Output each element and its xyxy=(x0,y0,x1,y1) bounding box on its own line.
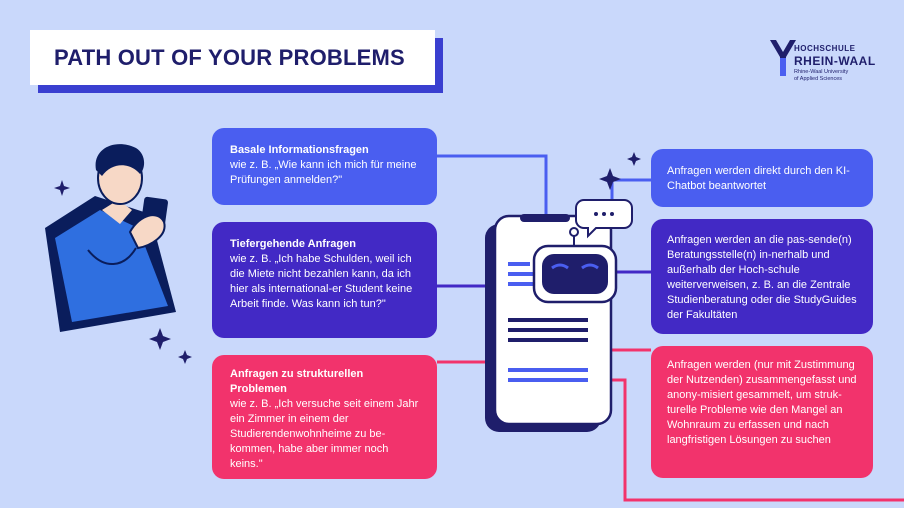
logo-line-4: of Applied Sciences xyxy=(794,76,843,82)
university-logo-mark xyxy=(770,40,796,76)
left-box-structural-problems: Anfragen zu strukturellen Problemen wie … xyxy=(212,355,437,479)
title-box: PATH OUT OF YOUR PROBLEMS xyxy=(30,30,435,85)
sparkle-icon xyxy=(149,328,171,350)
right-box-text: Anfragen werden (nur mit Zustimmung der … xyxy=(667,359,857,446)
sparkle-icon xyxy=(178,350,192,364)
left-box-text: wie z. B. „Ich habe Schulden, weil ich d… xyxy=(230,253,413,310)
logo-line-1: HOCHSCHULE xyxy=(794,44,856,53)
left-box-heading: Tiefergehende Anfragen xyxy=(230,238,356,250)
left-box-heading: Basale Informationsfragen xyxy=(230,144,369,156)
logo-line-2: RHEIN-WAAL xyxy=(794,54,876,68)
sparkle-icon xyxy=(627,152,641,166)
left-box-basic-questions: Basale Informationsfragen wie z. B. „Wie… xyxy=(212,128,437,205)
left-box-in-depth-questions: Tiefergehende Anfragen wie z. B. „Ich ha… xyxy=(212,222,437,338)
right-box-text: Anfragen werden direkt durch den KI-Chat… xyxy=(667,165,850,192)
connector-blue-right xyxy=(610,178,651,200)
sparkle-icons xyxy=(54,152,641,364)
left-box-heading: Anfragen zu strukturellen Problemen xyxy=(230,368,364,395)
connector-pink-bottom xyxy=(600,378,904,502)
right-box-direct-answer: Anfragen werden direkt durch den KI-Chat… xyxy=(651,149,873,207)
right-box-anonymized-collection: Anfragen werden (nur mit Zustimmung der … xyxy=(651,346,873,478)
right-box-text: Anfragen werden an die pas-sende(n) Bera… xyxy=(667,234,857,321)
right-box-referral: Anfragen werden an die pas-sende(n) Bera… xyxy=(651,219,873,334)
speech-bubble-icon xyxy=(575,199,633,239)
page-title: PATH OUT OF YOUR PROBLEMS xyxy=(54,44,405,70)
logo-line-3: Rhine-Waal University xyxy=(794,69,849,75)
left-box-text: wie z. B. „Wie kann ich mich für meine P… xyxy=(230,159,417,186)
person-with-phone-illustration xyxy=(45,144,176,332)
sparkle-icon xyxy=(54,180,70,196)
robot-icon xyxy=(532,227,618,304)
connector-blue xyxy=(437,154,548,218)
left-box-text: wie z. B. „Ich versuche seit einem Jahr … xyxy=(230,398,419,470)
university-logo: HOCHSCHULE RHEIN-WAAL Rhine-Waal Univers… xyxy=(770,36,880,86)
sparkle-icon xyxy=(599,168,621,190)
